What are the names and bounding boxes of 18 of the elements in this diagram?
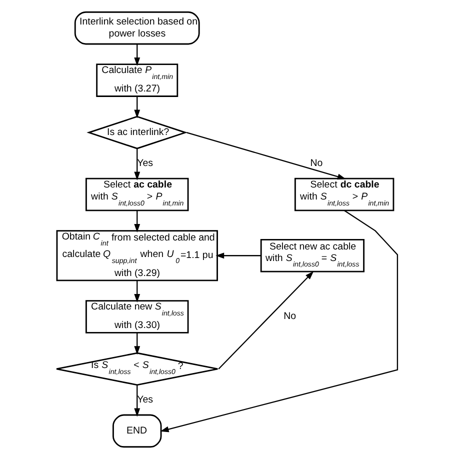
arrow (134, 210, 140, 232)
arrow (134, 280, 140, 302)
arrow (134, 148, 140, 180)
node-diamond: Is ac interlink? (86, 116, 188, 150)
arrow (160, 210, 398, 432)
edge-label: Yes (136, 158, 153, 170)
arrow (186, 132, 346, 180)
edge-label: Yes (136, 394, 153, 406)
arrow (134, 332, 140, 355)
node-box: END (112, 414, 162, 448)
arrow (134, 384, 140, 417)
arrow (215, 252, 260, 259)
arrow (134, 96, 140, 118)
edge-label: No (283, 311, 296, 322)
arrow (218, 271, 314, 370)
node-box: Interlink selection based on power losses (74, 11, 200, 45)
arrow (134, 44, 140, 66)
edge-label: No (310, 158, 322, 170)
